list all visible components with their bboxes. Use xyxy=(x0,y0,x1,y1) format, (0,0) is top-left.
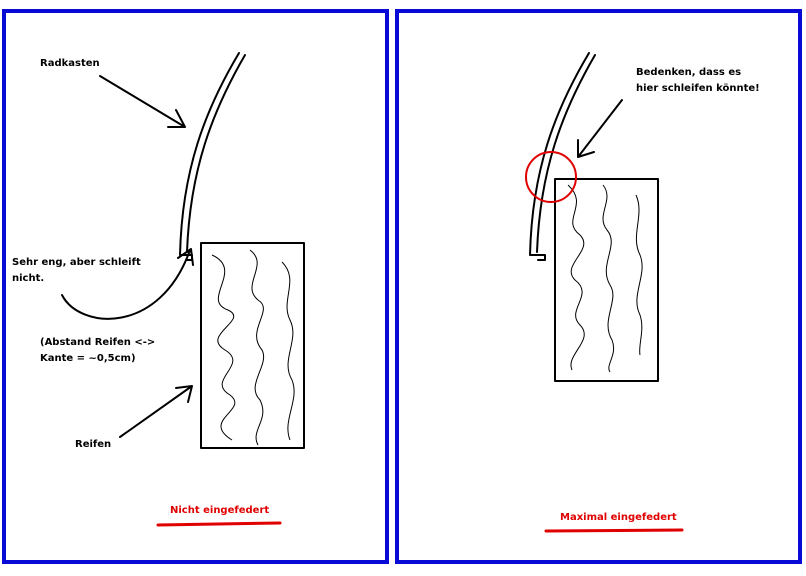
note-line2: hier schleifen könnte! xyxy=(636,83,760,94)
left-panel-frame xyxy=(2,9,389,564)
right-tire xyxy=(554,178,659,382)
note-line1: Bedenken, dass es xyxy=(636,67,741,78)
left-tire xyxy=(200,242,305,449)
tight-arrow xyxy=(61,248,194,320)
contact-highlight-circle xyxy=(525,151,577,203)
left-wheel-arch xyxy=(179,52,246,261)
tight-label-line2: nicht. xyxy=(12,273,44,284)
distance-label-line2: Kante = ~0,5cm) xyxy=(40,353,136,364)
left-tire-tread xyxy=(211,249,295,446)
right-panel-frame xyxy=(395,9,802,564)
tight-label-line1: Sehr eng, aber schleift xyxy=(12,257,141,268)
reifen-label: Reifen xyxy=(75,439,111,450)
reifen-arrow xyxy=(119,385,193,438)
radkasten-label: Radkasten xyxy=(40,58,100,69)
left-caption: Nicht eingefedert xyxy=(170,505,269,516)
radkasten-arrow xyxy=(99,75,186,128)
right-tire-tread xyxy=(567,184,643,373)
right-caption-underline xyxy=(544,528,684,533)
distance-label-line1: (Abstand Reifen <-> xyxy=(40,337,155,348)
right-caption: Maximal eingefedert xyxy=(560,512,677,523)
note-arrow xyxy=(577,99,623,158)
left-caption-underline xyxy=(156,521,282,527)
right-wheel-arch xyxy=(529,52,596,261)
